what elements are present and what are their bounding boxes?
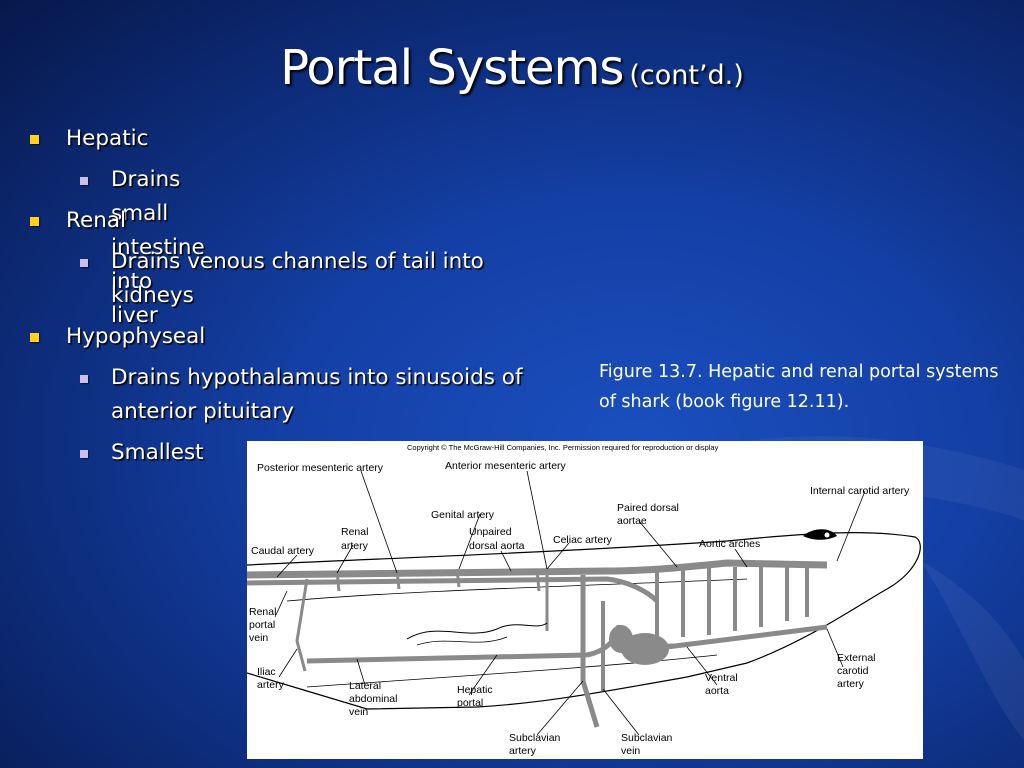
eye-icon — [803, 529, 837, 540]
sub-bullet-text: Drains hypothalamus into sinusoids of an… — [111, 365, 523, 424]
copyright-note: Copyright © The McGraw-Hill Companies, I… — [407, 443, 719, 452]
sub-bullet-hypophyseal-1: Drains hypothalamus into sinusoids of an… — [80, 361, 571, 429]
label-paired-dorsal-aortae: Paired dorsal aortae — [617, 502, 682, 527]
sub-bullet-text: Drains venous channels of tail into kidn… — [111, 249, 484, 308]
shark-portal-diagram: Copyright © The McGraw-Hill Companies, I… — [247, 441, 923, 759]
label-posterior-mesenteric-artery: Posterior mesenteric artery — [257, 462, 384, 474]
bullet-marker — [30, 135, 39, 144]
title-main: Portal Systems — [280, 40, 624, 96]
bullet-renal: Renal — [30, 204, 126, 238]
bullet-label: Hypophyseal — [66, 324, 206, 349]
sub-bullet-marker — [80, 177, 88, 185]
label-caudal-artery: Caudal artery — [251, 545, 315, 557]
label-external-carotid-artery: External carotid artery — [837, 652, 878, 690]
label-subclavian-vein: Subclavian vein — [621, 732, 675, 757]
bullet-hepatic: Hepatic — [30, 122, 149, 156]
label-hepatic-portal: Hepatic portal — [457, 684, 496, 709]
bullet-label: Hepatic — [66, 126, 149, 151]
diagram-svg: Copyright © The McGraw-Hill Companies, I… — [247, 443, 921, 757]
bullet-marker — [30, 217, 39, 226]
label-iliac-artery: Iliac artery — [257, 666, 285, 691]
label-ventral-aorta: Ventral aorta — [705, 672, 741, 697]
label-unpaired-dorsal-aorta: Unpaired dorsal aorta — [469, 526, 525, 552]
sub-bullet-hepatic-1: Drains small intestine into liver — [80, 163, 205, 333]
title-suffix: (cont’d.) — [629, 60, 744, 91]
label-lateral-abdominal-vein: Lateral abdominal vein — [349, 680, 400, 718]
figure-caption: Figure 13.7. Hepatic and renal portal sy… — [599, 362, 999, 412]
label-renal-artery: Renal artery — [341, 526, 371, 552]
sub-bullet-hypophyseal-2: Smallest — [80, 436, 204, 470]
label-genital-artery: Genital artery — [431, 509, 495, 521]
label-aortic-arches: Aortic arches — [699, 538, 760, 550]
sub-bullet-marker — [80, 375, 88, 383]
bullet-hypophyseal: Hypophyseal — [30, 320, 206, 354]
sub-bullet-text: Smallest — [111, 440, 204, 465]
label-celiac-artery: Celiac artery — [553, 534, 613, 546]
sub-bullet-text: Drains small intestine into liver — [111, 167, 205, 328]
slide-title: Portal Systems(cont’d.) — [0, 40, 1024, 96]
sub-bullet-marker — [80, 450, 88, 458]
bullet-marker — [30, 333, 39, 342]
bullet-label: Renal — [66, 208, 126, 233]
label-anterior-mesenteric-artery: Anterior mesenteric artery — [445, 460, 567, 472]
sub-bullet-marker — [80, 259, 88, 267]
sub-bullet-renal-1: Drains venous channels of tail into kidn… — [80, 245, 531, 313]
label-internal-carotid-artery: Internal carotid artery — [810, 485, 910, 497]
label-renal-portal-vein: Renal portal vein — [249, 606, 279, 644]
label-subclavian-artery: Subclavian artery — [509, 732, 563, 757]
